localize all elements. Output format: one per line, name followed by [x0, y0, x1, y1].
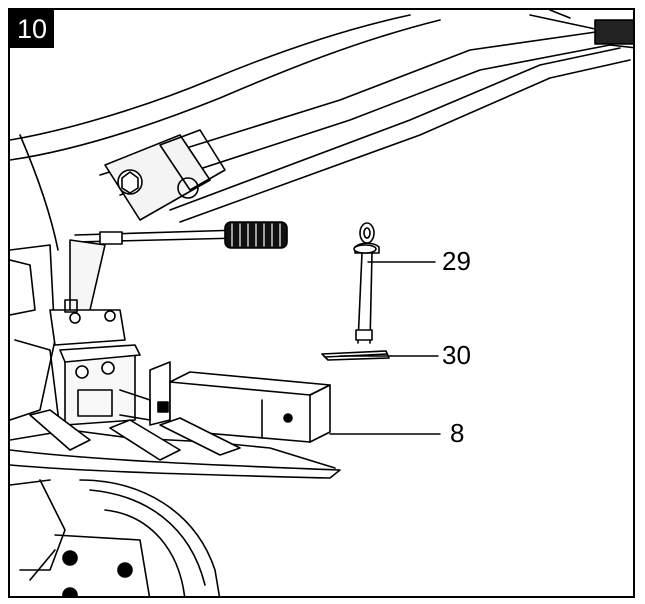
leader-lines	[329, 261, 441, 435]
callout-30: 30	[442, 340, 471, 370]
handlebar-clamp	[104, 129, 226, 221]
figure-frame: 10	[8, 8, 635, 598]
tine-disc	[29, 479, 221, 596]
tiller-frame	[10, 134, 126, 431]
callout-29: 29	[442, 246, 471, 276]
adjustment-lever	[74, 221, 288, 249]
handlebar	[10, 10, 633, 223]
drawbar	[119, 361, 331, 443]
figure-number-badge: 10	[10, 10, 54, 48]
callout-8: 8	[450, 418, 465, 448]
depth-pin	[353, 222, 380, 344]
assembly-line-drawing	[10, 10, 633, 596]
tine-cover	[10, 409, 341, 571]
mounting-bracket	[59, 344, 141, 426]
